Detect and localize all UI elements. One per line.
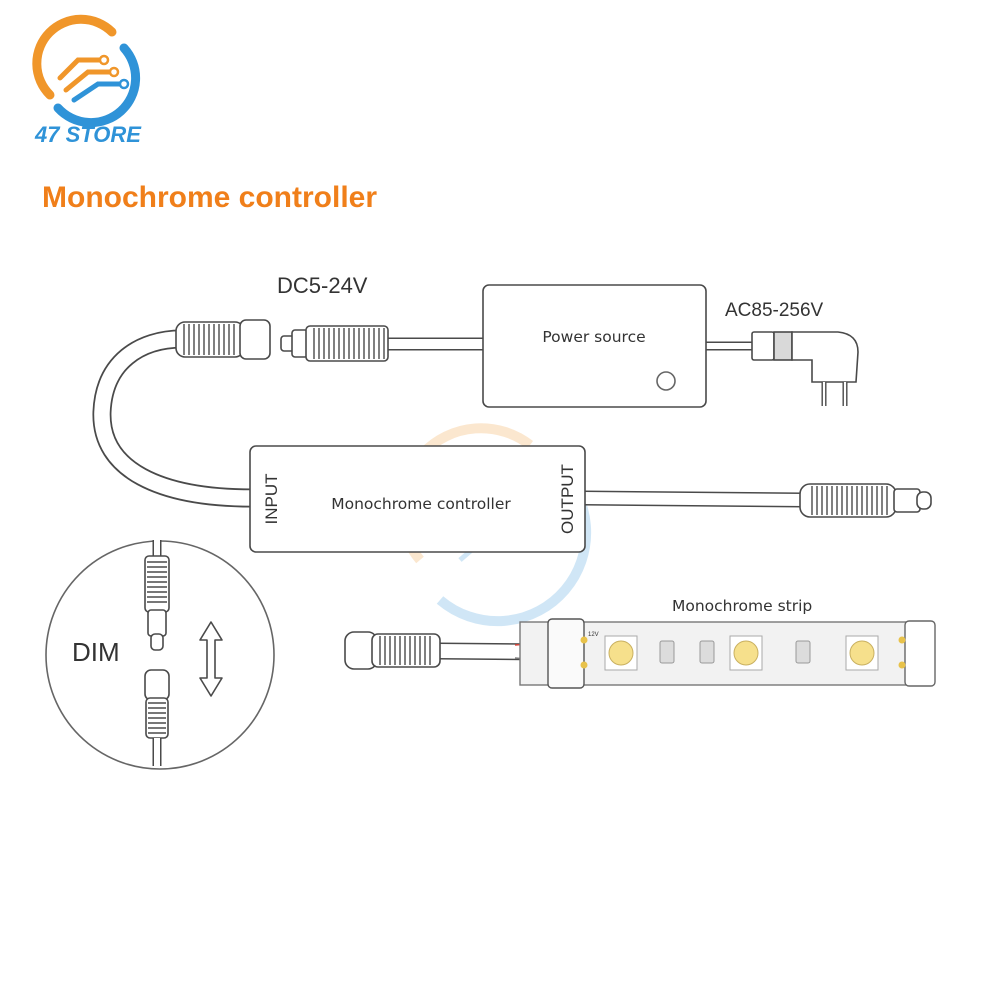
output-male-connector-icon (799, 483, 932, 518)
ac-voltage-label: AC85-256V (725, 300, 824, 321)
strip-end-cap (904, 620, 936, 687)
power-source-label: Power source (542, 328, 645, 346)
controller-input-label: INPUT (262, 474, 281, 525)
resistor-3 (795, 640, 811, 664)
strip-end-clip (547, 618, 585, 689)
resistor-1 (659, 640, 675, 664)
strip-female-connector-icon (344, 631, 441, 670)
strip-label: Monochrome strip (672, 597, 812, 615)
swap-arrow-icon (199, 621, 223, 697)
resistor-2 (699, 640, 715, 664)
page-title: Monochrome controller (42, 181, 377, 214)
dim-detail-circle: DIM (45, 540, 275, 770)
monochrome-controller-box: INPUT Monochrome controller OUTPUT (249, 445, 586, 553)
led-chip-3 (845, 635, 879, 671)
dc-male-plug-icon (280, 325, 389, 362)
strip-voltage-mark: 12V (588, 632, 599, 638)
led-chip-1 (604, 635, 638, 671)
dc-voltage-label: DC5-24V (277, 273, 368, 298)
ac-plug-icon (751, 331, 859, 406)
controller-name-label: Monochrome controller (331, 495, 511, 513)
input-cable (92, 329, 253, 508)
dim-label: DIM (72, 637, 120, 667)
power-source-box: Power source (482, 284, 707, 408)
dim-female-socket-icon (144, 669, 170, 766)
led-chip-2 (729, 635, 763, 671)
store-logo-icon (32, 14, 141, 128)
female-dc-connector-icon (175, 319, 271, 360)
power-indicator-icon (656, 371, 676, 391)
led-strip: 12V (519, 618, 936, 689)
output-cable (582, 490, 805, 508)
store-name: 47 STORE (34, 122, 142, 147)
dim-male-plug-icon (144, 540, 170, 651)
controller-output-label: OUTPUT (558, 464, 577, 534)
